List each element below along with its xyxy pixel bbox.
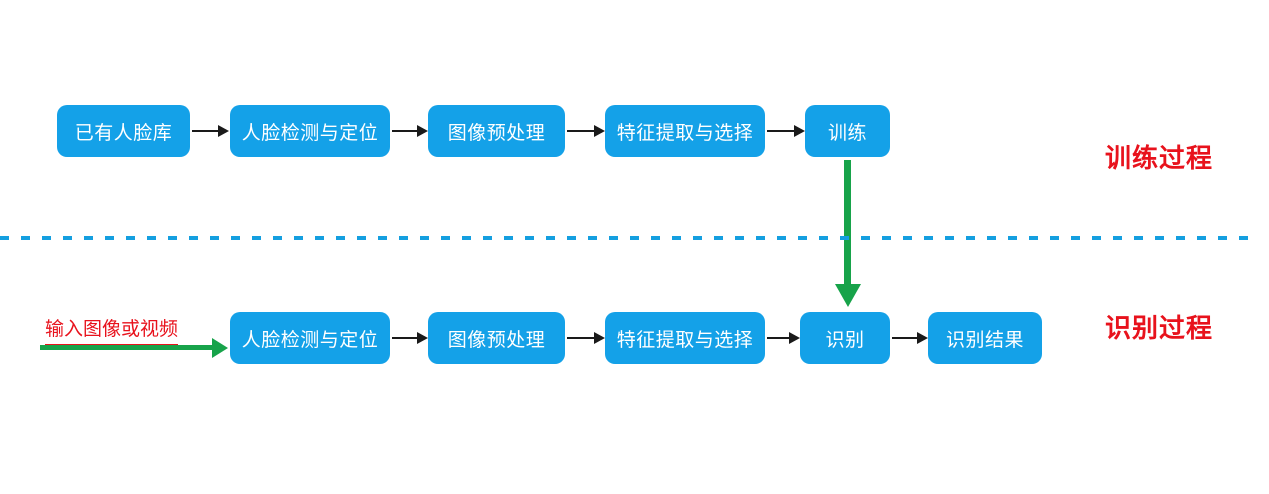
dashed-separator-line	[0, 236, 1255, 240]
arrow-training-3	[567, 130, 594, 132]
arrow-recognition-1	[392, 337, 417, 339]
node-recognition-result: 识别结果	[928, 312, 1042, 364]
arrow-recognition-3	[767, 337, 789, 339]
node-image-preprocessing-recognition: 图像预处理	[428, 312, 565, 364]
node-training: 训练	[805, 105, 890, 157]
node-face-detection-training: 人脸检测与定位	[230, 105, 390, 157]
arrow-training-2	[392, 130, 417, 132]
node-image-preprocessing-training: 图像预处理	[428, 105, 565, 157]
node-feature-extraction-recognition: 特征提取与选择	[605, 312, 765, 364]
node-feature-extraction-training: 特征提取与选择	[605, 105, 765, 157]
arrow-recognition-2	[567, 337, 594, 339]
arrow-input-to-detection	[40, 345, 212, 350]
input-image-or-video-label: 输入图像或视频	[45, 314, 179, 346]
arrow-training-4	[767, 130, 794, 132]
arrow-training-1	[192, 130, 218, 132]
label-recognition-process: 识别过程	[1105, 313, 1214, 343]
node-face-detection-recognition: 人脸检测与定位	[230, 312, 390, 364]
arrow-train-to-recognize	[844, 160, 851, 284]
label-training-process: 训练过程	[1105, 143, 1214, 173]
node-recognition: 识别	[800, 312, 890, 364]
arrow-recognition-4	[892, 337, 917, 339]
node-existing-face-database: 已有人脸库	[57, 105, 190, 157]
